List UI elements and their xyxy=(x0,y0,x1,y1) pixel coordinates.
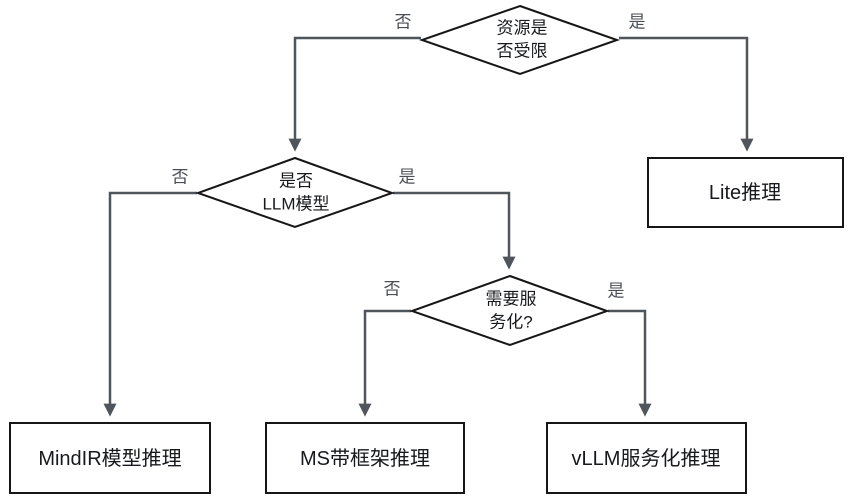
edge-llm-no xyxy=(103,191,197,417)
decision-need-serving-text-line2: 务化? xyxy=(489,313,532,332)
decision-need-serving-shape xyxy=(408,274,610,347)
edge-label-llm-yes: 是 xyxy=(399,168,416,187)
edge-llm-yes xyxy=(393,191,516,270)
box-mindir: MindIR模型推理 xyxy=(9,422,211,494)
decision-is-llm-model-shape xyxy=(195,156,395,229)
box-vllm-shape xyxy=(546,422,747,494)
edge-serving-no xyxy=(358,309,411,417)
box-vllm: vLLM服务化推理 xyxy=(546,422,747,494)
decision-is-llm-model: 是否 LLM模型 xyxy=(195,156,395,229)
decision-resource-limited-shape xyxy=(418,4,621,76)
box-lite-text: Lite推理 xyxy=(709,181,781,204)
edge-label-resource-yes: 是 xyxy=(629,13,646,32)
box-mindir-text: MindIR模型推理 xyxy=(38,447,181,470)
decision-is-llm-model-text-line1: 是否 xyxy=(279,172,313,191)
box-ms-framework-shape xyxy=(265,422,465,494)
box-vllm-text: vLLM服务化推理 xyxy=(572,447,721,470)
edge-label-serving-no: 否 xyxy=(384,280,401,299)
decision-is-llm-model-text-line2: LLM模型 xyxy=(262,195,329,214)
edge-label-resource-no: 否 xyxy=(395,13,412,32)
edge-label-llm-no: 否 xyxy=(172,168,189,187)
decision-need-serving: 需要服 务化? xyxy=(408,274,610,347)
decision-need-serving-text-line1: 需要服 xyxy=(486,290,537,309)
box-ms-framework-text: MS带框架推理 xyxy=(300,447,430,470)
box-lite-shape xyxy=(647,157,844,228)
edge-resource-no xyxy=(288,36,421,152)
edge-resource-yes xyxy=(619,36,754,152)
box-mindir-shape xyxy=(9,422,211,494)
box-ms-framework: MS带框架推理 xyxy=(265,422,465,494)
decision-resource-limited-text-line2: 否受限 xyxy=(497,42,548,61)
edge-label-serving-yes: 是 xyxy=(608,282,625,301)
decision-resource-limited-text-line1: 资源是 xyxy=(497,19,548,38)
decision-resource-limited: 资源是 否受限 xyxy=(418,4,621,76)
edge-serving-yes xyxy=(608,309,652,417)
box-lite: Lite推理 xyxy=(647,157,844,228)
